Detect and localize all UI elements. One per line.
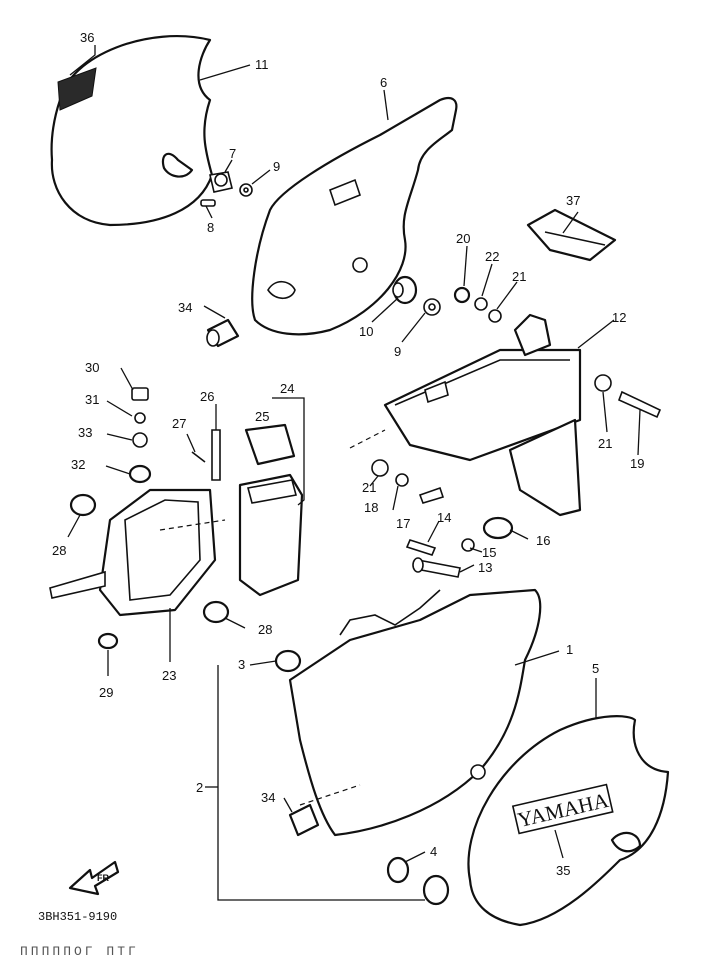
fastener-part-2-bottom [422, 874, 450, 906]
callout-21-mid: 21 [362, 480, 376, 495]
nut-part-18 [395, 473, 409, 487]
callout-6: 6 [380, 75, 387, 90]
callout-28-left: 28 [52, 543, 66, 558]
bolt-part-13 [412, 557, 461, 578]
washer-part-21-right [594, 374, 612, 392]
callout-12: 12 [612, 310, 626, 325]
callout-19: 19 [630, 456, 644, 471]
spring-part-14 [405, 539, 437, 556]
callout-30: 30 [85, 360, 99, 375]
grommet-part-4 [386, 856, 410, 884]
washer-part-21-top [488, 309, 502, 323]
grommet-part-3 [274, 649, 302, 673]
callout-9-top: 9 [273, 159, 280, 174]
washer-part-33 [132, 432, 148, 448]
battery-bracket-assembly [49, 488, 217, 617]
callout-24: 24 [280, 381, 294, 396]
callout-27: 27 [172, 416, 186, 431]
callout-3: 3 [238, 657, 245, 672]
side-cover-emblem-part-11 [50, 35, 214, 227]
callout-9-mid: 9 [394, 344, 401, 359]
grommet-part-28-right [202, 600, 230, 624]
tool-box-part-24 [238, 473, 304, 597]
grommet-part-28-left [69, 493, 97, 517]
callout-1: 1 [566, 642, 573, 657]
side-cover-emblem-part-5: YAMAHA [467, 715, 670, 927]
battery-band-part-37 [526, 208, 617, 262]
callout-2: 2 [196, 780, 203, 795]
callout-28-right: 28 [258, 622, 272, 637]
callout-14: 14 [437, 510, 451, 525]
rod-part-26 [211, 429, 221, 481]
callout-10: 10 [359, 324, 373, 339]
screw-part-17 [418, 486, 445, 504]
screw-part-7 [209, 171, 233, 193]
emblem-tape-part-36 [57, 67, 97, 111]
side-cover-part-6 [251, 96, 458, 336]
nut-part-20 [453, 286, 471, 304]
callout-25: 25 [255, 409, 269, 424]
callout-31: 31 [85, 392, 99, 407]
callout-29: 29 [99, 685, 113, 700]
callout-26: 26 [200, 389, 214, 404]
drawing-code: 3BH351-9190 [38, 910, 117, 924]
callout-5: 5 [592, 661, 599, 676]
callout-7: 7 [229, 146, 236, 161]
nut-part-29 [97, 632, 119, 650]
callout-36: 36 [80, 30, 94, 45]
callout-8: 8 [207, 220, 214, 235]
washer-part-22 [474, 297, 488, 311]
washer-part-21-mid [371, 459, 389, 477]
front-direction-arrow: FR [68, 860, 120, 896]
fr-arrow-label: FR [97, 873, 109, 883]
callout-20: 20 [456, 231, 470, 246]
callout-37: 37 [566, 193, 580, 208]
damper-part-34-top [206, 318, 240, 348]
washer-part-9-top [239, 183, 253, 197]
callout-17: 17 [396, 516, 410, 531]
tool-box-cap-part-25 [244, 423, 296, 466]
grommet-part-32 [128, 464, 152, 484]
callout-23: 23 [162, 668, 176, 683]
callout-34-top: 34 [178, 300, 192, 315]
callout-22: 22 [485, 249, 499, 264]
clip-part-27 [191, 451, 206, 463]
damper-part-34-bottom [288, 803, 320, 837]
callout-18: 18 [364, 500, 378, 515]
callout-35: 35 [556, 863, 570, 878]
callout-32: 32 [71, 457, 85, 472]
battery-box-part-12 [383, 313, 582, 517]
washer-part-31 [134, 412, 146, 424]
washer-part-9-mid [423, 298, 441, 316]
callout-13: 13 [478, 560, 492, 575]
callout-labels: 36 11 6 7 9 8 34 10 9 20 22 21 37 12 21 … [52, 30, 644, 878]
callout-15: 15 [482, 545, 496, 560]
grommet-part-10 [392, 275, 418, 305]
collar-part-16 [482, 516, 514, 540]
footer-caption: ПППППОГ ПТГ [20, 944, 139, 959]
callout-21-top: 21 [512, 269, 526, 284]
callout-33: 33 [78, 425, 92, 440]
callout-34-bottom: 34 [261, 790, 275, 805]
callout-4: 4 [430, 844, 437, 859]
pin-part-8 [200, 199, 216, 207]
callout-16: 16 [536, 533, 550, 548]
bolt-part-30 [131, 387, 149, 401]
side-cover-part-1 [288, 588, 542, 837]
leader-lines [67, 45, 641, 901]
callout-11: 11 [255, 57, 269, 72]
callout-21-right: 21 [598, 436, 612, 451]
bolt-part-19 [617, 390, 662, 419]
